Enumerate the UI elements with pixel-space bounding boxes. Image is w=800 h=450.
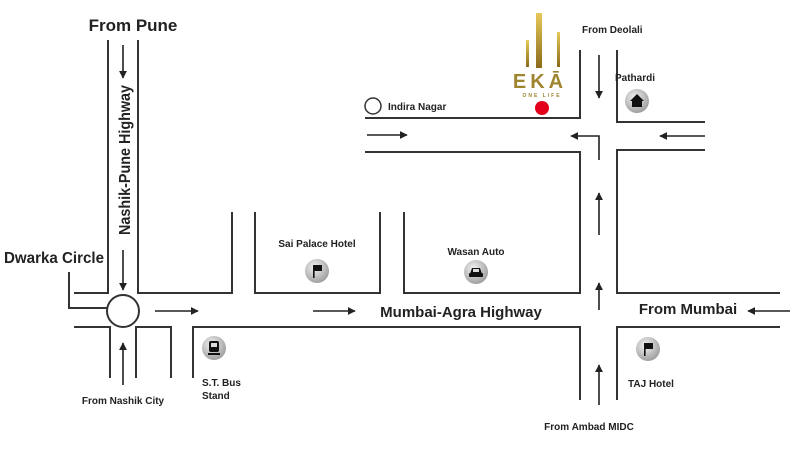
from-mumbai-label: From Mumbai: [639, 301, 737, 318]
hotel-flag-icon: [305, 259, 329, 283]
dwarka-circle-label: Dwarka Circle: [4, 250, 104, 267]
indira-nagar-label: Indira Nagar: [388, 102, 446, 113]
car-icon: [464, 260, 488, 284]
roads: [68, 40, 780, 400]
nashik-pune-highway-label: Nashik-Pune Highway: [117, 85, 134, 235]
indira-nagar-marker-icon: [364, 97, 382, 115]
from-ambad-midc-label: From Ambad MIDC: [544, 422, 634, 433]
st-bus-stand-label-2: Stand: [202, 391, 230, 402]
pathardi-label: Pathardi: [615, 73, 655, 84]
from-pune-label: From Pune: [89, 16, 178, 35]
wasan-auto-label: Wasan Auto: [447, 247, 504, 258]
project-location-marker-icon: [535, 101, 549, 115]
from-deolali-label: From Deolali: [582, 25, 643, 36]
direction-arrows: [119, 45, 790, 405]
from-nashik-city-label: From Nashik City: [82, 396, 165, 407]
taj-hotel-flag-icon: [636, 337, 660, 361]
eka-logo: EKĀ ONE LIFE: [513, 13, 567, 99]
dwarka-roundabout: [106, 294, 140, 328]
eka-logo-text: EKĀ: [513, 71, 567, 93]
st-bus-stand-label-1: S.T. Bus: [202, 378, 241, 389]
home-icon: [625, 89, 649, 113]
eka-logo-tagline: ONE LIFE: [522, 93, 561, 99]
sai-palace-hotel-label: Sai Palace Hotel: [278, 239, 355, 250]
bus-icon: [202, 336, 226, 360]
taj-hotel-label: TAJ Hotel: [628, 379, 674, 390]
mumbai-agra-highway-label: Mumbai-Agra Highway: [380, 304, 542, 321]
